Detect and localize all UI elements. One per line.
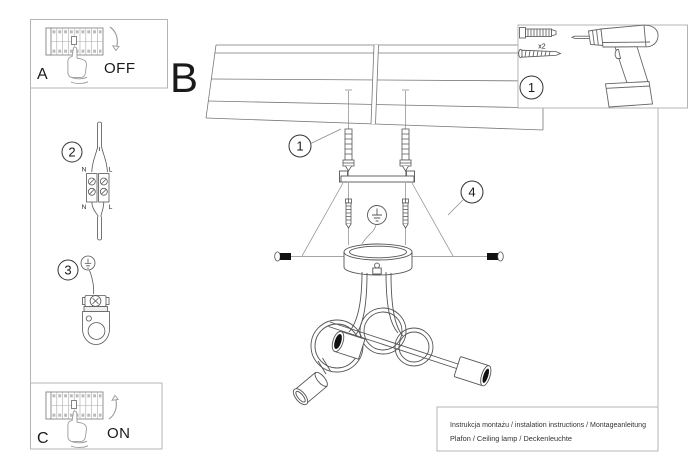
power-off-label: OFF (104, 60, 136, 77)
power-off-content: A OFF (37, 26, 136, 83)
ground-terminal-icon (82, 295, 110, 312)
ground-wire (89, 270, 95, 295)
ground-step: 3 (57, 255, 110, 345)
footer-line2: Plafon / Ceiling lamp / Deckenleuchte (450, 436, 572, 443)
off-arrow-icon (109, 26, 118, 49)
step4-badge (460, 180, 484, 204)
lamp-socket-right-icon (453, 356, 492, 387)
step3-number: 3 (64, 263, 71, 278)
anchor-right-icon (399, 128, 412, 172)
parts-box: x2 1 (517, 24, 688, 109)
drill-icon (570, 24, 659, 108)
power-off-box (30, 19, 168, 89)
wire-label-l-bottom: L (109, 204, 113, 211)
hand-icon (67, 46, 89, 84)
power-on-box (30, 382, 163, 450)
power-on-label: ON (107, 425, 131, 442)
anchor-qty-label: x2 (538, 44, 546, 51)
mounting-screw-icon (518, 48, 562, 59)
ground-symbol-small-icon (80, 255, 96, 271)
canopy-icon (343, 243, 413, 276)
parts-step-badge (519, 75, 544, 100)
box-c-label: C (37, 430, 49, 447)
power-on-content: C ON (37, 394, 131, 447)
terminal-block-icon (86, 173, 110, 203)
anchor-left-icon (342, 128, 355, 172)
wire-label-n-bottom: N (82, 204, 87, 211)
side-bolt-right-icon (487, 251, 504, 262)
breaker-panel-icon (45, 27, 104, 84)
wiring-step: 2 N L N L (61, 121, 113, 241)
frame-lines (30, 19, 659, 451)
step1-leader (310, 128, 342, 144)
step2-badge (61, 141, 83, 163)
bracket-screw-left-icon (345, 198, 352, 229)
off-arrow-head (111, 45, 120, 52)
footer-box: Instrukcja montażu / instalation instruc… (436, 406, 659, 452)
mounting-bracket-icon (339, 170, 415, 183)
main-illustration: 1 (274, 89, 504, 406)
bracket-screw-right-icon (402, 198, 409, 229)
parts-step-number: 1 (528, 80, 535, 95)
footer-line1: Instrukcja montażu / instalation instruc… (450, 422, 646, 429)
step3-badge (57, 259, 79, 281)
side-bolt-left-icon (274, 251, 291, 262)
lamp-socket-left-icon (292, 371, 328, 406)
box-a-label: A (37, 66, 48, 83)
ceiling-slab (205, 44, 544, 131)
step1-badge (288, 134, 312, 158)
step1-number: 1 (296, 139, 303, 154)
step2-number: 2 (68, 145, 75, 160)
ground-symbol-icon (361, 205, 387, 245)
wire-label-l-top: L (109, 167, 113, 174)
guide-lines (345, 89, 409, 245)
ceiling-bracket-icon (82, 311, 110, 345)
step4-number: 4 (468, 185, 475, 200)
lamp-icon (292, 271, 492, 406)
main-section-label: B (170, 54, 198, 101)
on-arrow-icon (108, 397, 117, 420)
assembly-lines (291, 182, 487, 257)
cable-and-wires (91, 121, 108, 241)
lamp-socket-center-icon (331, 330, 366, 360)
step4-leader (447, 199, 464, 216)
wall-anchor-icon (519, 27, 557, 39)
wire-label-n-top: N (82, 167, 87, 174)
on-arrow-head (111, 394, 120, 401)
